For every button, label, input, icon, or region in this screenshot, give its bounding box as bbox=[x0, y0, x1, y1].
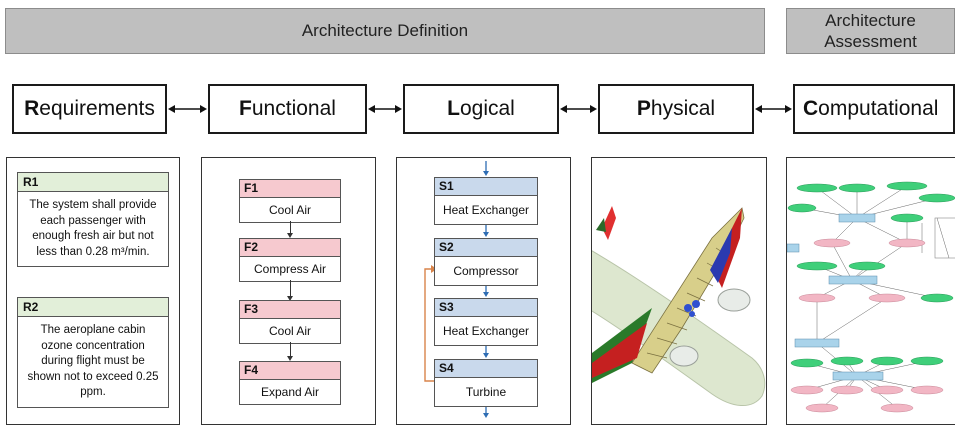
requirement-card: R1 The system shall provide each passeng… bbox=[17, 172, 169, 268]
function-block: F3 Cool Air bbox=[239, 300, 341, 344]
requirement-id: R2 bbox=[18, 298, 168, 317]
stage-label: hysical bbox=[650, 97, 716, 120]
architecture-definition-band: Architecture Definition bbox=[5, 8, 765, 54]
flow-connector bbox=[290, 280, 291, 298]
requirement-id: R1 bbox=[18, 173, 168, 192]
arrow-down-icon bbox=[287, 296, 293, 301]
function-block: F2 Compress Air bbox=[239, 238, 341, 282]
logical-label: Compressor bbox=[453, 263, 519, 278]
function-label: Expand Air bbox=[260, 385, 320, 399]
requirement-text: The aeroplane cabin ozone concentration … bbox=[27, 324, 159, 399]
flow-connector bbox=[290, 342, 291, 358]
function-id: F3 bbox=[240, 301, 340, 319]
stage-label: ogical bbox=[459, 97, 515, 120]
logical-block: S2 Compressor bbox=[434, 238, 538, 286]
aircraft-model-image bbox=[592, 158, 766, 424]
logical-id: S2 bbox=[435, 239, 537, 257]
computational-graph-image bbox=[787, 181, 955, 413]
architecture-assessment-line1: Architecture bbox=[825, 10, 916, 30]
stage-initial: F bbox=[239, 97, 252, 120]
function-id: F2 bbox=[240, 239, 340, 257]
function-label: Cool Air bbox=[268, 324, 312, 338]
requirement-text: The system shall provide each passenger … bbox=[29, 199, 157, 258]
logical-id: S1 bbox=[435, 178, 537, 196]
double-arrow-icon bbox=[168, 105, 207, 113]
function-label: Cool Air bbox=[268, 203, 312, 217]
stage-initial: R bbox=[24, 97, 40, 120]
double-arrow-icon bbox=[755, 105, 792, 113]
logical-block: S4 Turbine bbox=[434, 359, 538, 407]
functional-panel: F1 Cool Air F2 Compress Air F3 Cool Air … bbox=[201, 157, 376, 425]
stage-initial: P bbox=[636, 97, 651, 120]
requirement-card: R2 The aeroplane cabin ozone concentrati… bbox=[17, 297, 169, 408]
function-id: F1 bbox=[240, 180, 340, 198]
logical-block: S1 Heat Exchanger bbox=[434, 177, 538, 225]
stage-initial: C bbox=[803, 97, 819, 120]
requirements-panel: R1 The system shall provide each passeng… bbox=[6, 157, 180, 425]
stage-label: equirements bbox=[39, 97, 155, 120]
logical-label: Heat Exchanger bbox=[442, 323, 530, 338]
architecture-definition-label: Architecture Definition bbox=[301, 21, 469, 41]
architecture-assessment-band: Architecture Assessment bbox=[786, 8, 955, 54]
arrow-down-icon bbox=[287, 356, 293, 361]
function-id: F4 bbox=[240, 362, 340, 380]
computational-panel bbox=[786, 157, 955, 425]
function-block: F4 Expand Air bbox=[239, 361, 341, 405]
stage-label: omputational bbox=[818, 97, 939, 120]
double-arrow-icon bbox=[560, 105, 597, 113]
physical-panel bbox=[591, 157, 767, 425]
logical-id: S3 bbox=[435, 299, 537, 317]
arrow-down-icon bbox=[287, 233, 293, 238]
logical-panel: S1 Heat Exchanger S2 Compressor S3 Heat … bbox=[396, 157, 571, 425]
function-label: Compress Air bbox=[253, 262, 327, 276]
stage-initial: L bbox=[447, 97, 460, 120]
logical-id: S4 bbox=[435, 360, 537, 378]
double-arrow-icon bbox=[368, 105, 402, 113]
logical-label: Turbine bbox=[465, 384, 507, 399]
flow-connector bbox=[290, 221, 291, 235]
function-block: F1 Cool Air bbox=[239, 179, 341, 223]
logical-block: S3 Heat Exchanger bbox=[434, 298, 538, 346]
logical-label: Heat Exchanger bbox=[442, 202, 530, 217]
stage-label: unctional bbox=[251, 97, 336, 120]
architecture-assessment-line2: Assessment bbox=[824, 32, 917, 51]
